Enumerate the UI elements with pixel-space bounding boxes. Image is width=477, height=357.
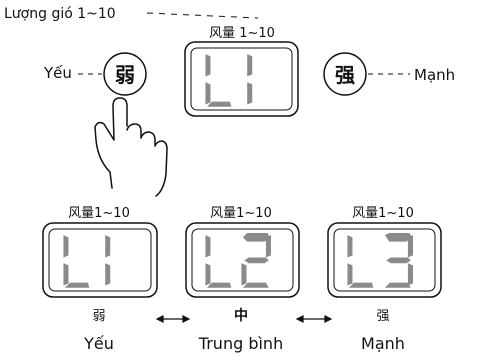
weak-button-label: 弱 xyxy=(115,63,135,87)
display-caption: 风量 1~10 xyxy=(209,26,275,41)
double-arrow xyxy=(155,315,191,323)
vi-label: Mạnh xyxy=(361,334,405,353)
display-value: L1 xyxy=(0,0,2,1)
vi-label: Yếu xyxy=(83,334,114,353)
display-caption: 风量1~10 xyxy=(210,206,272,221)
cn-label: 弱 xyxy=(92,309,105,324)
speed-display xyxy=(184,41,299,117)
weak-button[interactable]: 弱 xyxy=(103,52,147,96)
display-caption: 风量1~10 xyxy=(68,206,130,221)
display-caption: 风量1~10 xyxy=(352,206,414,221)
double-arrow xyxy=(295,315,333,323)
vi-label: Trung bình xyxy=(198,334,283,353)
speed-display xyxy=(42,222,158,298)
pressing-hand-icon xyxy=(94,97,168,197)
cn-label: 中 xyxy=(234,307,248,324)
airflow-title: Lượng gió 1~10 xyxy=(4,6,116,22)
speed-display xyxy=(185,222,300,298)
speed-display xyxy=(327,222,442,298)
leader-line xyxy=(146,12,259,19)
strong-button-label: 强 xyxy=(335,63,355,87)
strong-text: Mạnh xyxy=(414,66,455,84)
strong-button[interactable]: 强 xyxy=(323,52,367,96)
weak-text: Yếu xyxy=(43,64,72,82)
cn-label: 强 xyxy=(376,309,389,324)
